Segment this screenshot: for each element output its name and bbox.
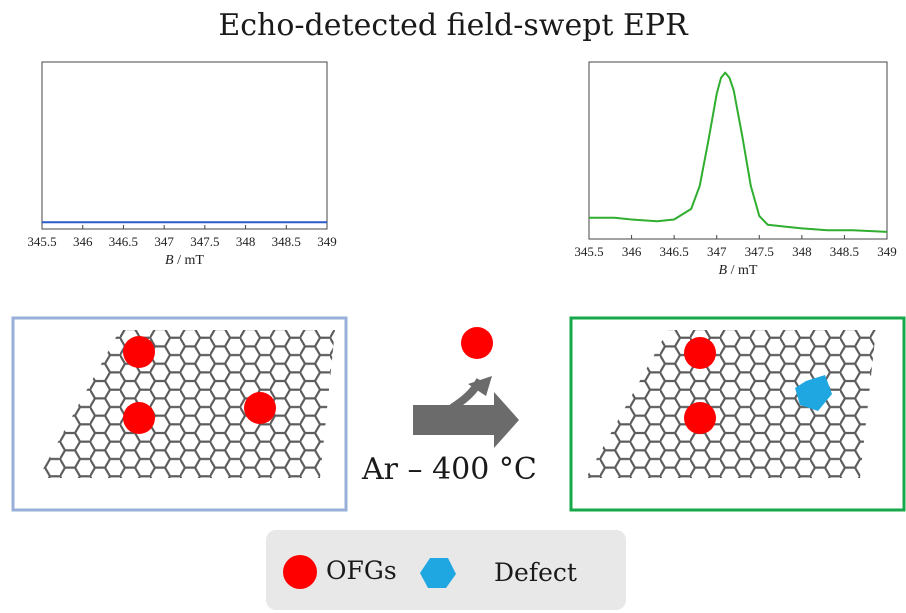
ejected-ofg-dot <box>461 327 493 359</box>
ofg-dot <box>123 402 155 434</box>
x-tick-label: 346 <box>73 234 93 249</box>
x-tick-label: 347.5 <box>745 244 774 259</box>
ofg-dot <box>244 392 276 424</box>
plot-frame <box>41 61 328 230</box>
ofg-dot <box>123 336 155 368</box>
plot-frame <box>588 61 888 240</box>
x-tick-label: 345.5 <box>574 244 603 259</box>
x-tick-label: 346 <box>622 244 642 259</box>
x-tick-label: 347 <box>707 244 727 259</box>
legend-ofg-label: OFGs <box>326 556 397 585</box>
x-tick-label: 348.5 <box>830 244 859 259</box>
defect-hexagon <box>795 375 832 411</box>
condition-label: Ar – 400 °C <box>362 452 537 487</box>
x-tick-label: 346.5 <box>660 244 689 259</box>
legend-ofg-icon <box>283 555 317 589</box>
x-tick-label: 347 <box>154 234 174 249</box>
ofg-dot <box>684 337 716 369</box>
legend: OFGs Defect <box>266 530 626 610</box>
ofg-dot <box>684 402 716 434</box>
x-tick-label: 348.5 <box>272 234 301 249</box>
x-tick-label: 348 <box>236 234 256 249</box>
x-tick-label: 349 <box>317 234 337 249</box>
x-tick-label: 349 <box>877 244 897 259</box>
legend-defect-icon <box>420 558 456 588</box>
series-line <box>589 71 888 233</box>
x-tick-label: 347.5 <box>190 234 219 249</box>
legend-defect-label: Defect <box>494 558 577 587</box>
x-tick-label: 345.5 <box>27 234 56 249</box>
figure-title: Echo-detected field-swept EPR <box>218 8 688 43</box>
x-axis-label: B / mT <box>719 263 758 278</box>
reaction-arrow <box>413 376 519 448</box>
x-tick-label: 346.5 <box>109 234 138 249</box>
x-axis-label: B / mT <box>165 253 204 268</box>
x-tick-label: 348 <box>792 244 812 259</box>
